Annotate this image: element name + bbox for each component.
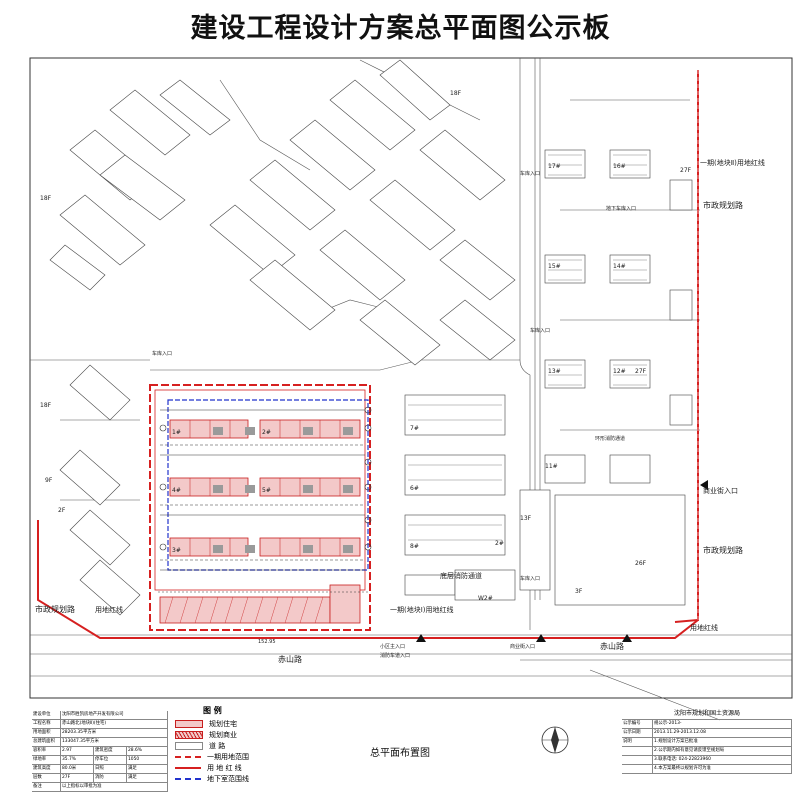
residential-units-right [408, 154, 647, 541]
approval-org: 沈阳市规划和国土资源局 [622, 709, 792, 720]
svg-text:9F: 9F [45, 477, 53, 484]
commercial-strip [159, 584, 361, 624]
residential-row-3 [169, 537, 361, 557]
svg-text:27F: 27F [680, 167, 692, 174]
page-title: 建设工程设计方案总平面图公示板 [190, 13, 611, 44]
svg-text:14#: 14# [613, 263, 626, 270]
svg-text:4#: 4# [172, 487, 181, 494]
label-entrance-7: 车库入口 [530, 327, 550, 334]
site-boundary [149, 384, 371, 631]
svg-text:3#: 3# [172, 547, 181, 554]
svg-text:17#: 17# [548, 163, 561, 170]
label-width: 152.95 [258, 639, 276, 645]
legend-item-residential: 规划住宅 [175, 718, 380, 729]
road-network [30, 58, 792, 721]
label-red-line-bottom: 用地红线 [690, 623, 718, 632]
label-entrance-6: 车库入口 [520, 170, 540, 177]
legend-item-commercial: 规划商业 [175, 729, 380, 740]
legend-item-phase-range: 一期用地范围 [175, 751, 380, 762]
site-red-line [37, 520, 699, 639]
svg-text:18F: 18F [40, 402, 52, 409]
svg-text:15#: 15# [548, 263, 561, 270]
plan-caption: 总平面布置图 [370, 748, 430, 759]
label-municipal-road-left: 市政规划路 [35, 604, 75, 614]
svg-text:1#: 1# [172, 429, 181, 436]
legend-item-basement: 地下室范围线 [175, 773, 380, 784]
svg-text:5#: 5# [262, 487, 271, 494]
label-entrance-4: 消防车道入口 [380, 652, 410, 659]
svg-text:12#: 12# [613, 368, 626, 375]
label-entrance-5: 车库入口 [152, 350, 172, 357]
legend-heading: 图 例 [203, 706, 222, 715]
svg-text:6#: 6# [410, 485, 419, 492]
svg-text:13#: 13# [548, 368, 561, 375]
label-fire-lane-3: 地下车库入口 [606, 205, 636, 212]
label-fire-lane-1: 底层消防通道 [440, 571, 482, 580]
north-arrow-icon [541, 726, 569, 754]
label-red-line-phase: 一期(地块Ⅰ)用地红线 [390, 605, 454, 614]
label-municipal-road-top: 市政规划路 [703, 200, 743, 210]
legend: 图 例 规划住宅 规划商业 道 路 一期用地范围 用 地 红 线 地下室范围线 [175, 705, 380, 795]
project-info-table: 建设单位沈阳市胜凯房地产开发有限公司 工程名称赤山路北(地块Ⅱ)(住宅) 用地面… [32, 711, 168, 792]
label-entrance-1: 小区主入口 [380, 643, 405, 650]
svg-text:3F: 3F [575, 588, 583, 595]
svg-text:2#: 2# [262, 429, 271, 436]
svg-text:13F: 13F [520, 515, 532, 522]
label-entrance-2: 商业街入口 [510, 643, 535, 650]
label-municipal-road-right: 市政规划路 [703, 545, 743, 555]
svg-text:11#: 11# [545, 463, 558, 470]
svg-text:26F: 26F [635, 560, 647, 567]
label-fire-lane-2: 环形消防通道 [595, 435, 625, 442]
label-red-line-left: 用地红线 [95, 605, 123, 614]
drawing-frame [29, 57, 793, 699]
plan-labels: 市政规划路 市政规划路 市政规划路 用地红线 用地红线 一期(地块Ⅱ)用地红线 … [35, 158, 765, 664]
label-chishan-road-1: 赤山路 [278, 654, 302, 664]
svg-text:8#: 8# [410, 543, 419, 550]
legend-item-road: 道 路 [175, 740, 380, 751]
label-entrance-8: 车库入口 [520, 575, 540, 582]
svg-text:16#: 16# [613, 163, 626, 170]
svg-text:18F: 18F [450, 90, 462, 97]
entrance-markers [416, 480, 708, 642]
svg-text:18F: 18F [40, 195, 52, 202]
project-site [149, 384, 372, 631]
label-entrance-3: 商业街入口 [703, 486, 738, 495]
svg-text:W2#: W2# [478, 595, 493, 602]
svg-text:7#: 7# [410, 425, 419, 432]
svg-text:2#: 2# [495, 540, 504, 547]
building-labels: 18F 18F 9F 2F 15# 16# 17# 13# 12# 14# 11… [40, 90, 692, 602]
legend-item-red-line: 用 地 红 线 [175, 762, 380, 773]
svg-text:2F: 2F [58, 507, 66, 514]
label-red-line-right: 一期(地块Ⅱ)用地红线 [700, 158, 765, 167]
svg-text:27F: 27F [635, 368, 647, 375]
label-chishan-road-2: 赤山路 [600, 641, 624, 651]
existing-buildings [49, 59, 693, 616]
